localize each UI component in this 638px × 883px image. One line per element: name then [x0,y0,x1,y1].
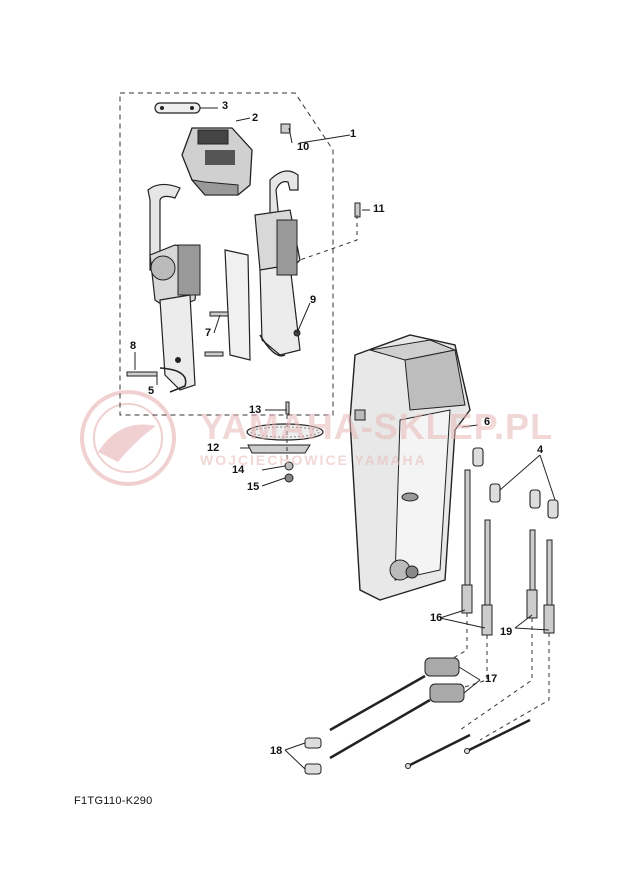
callout-17: 17 [485,673,498,685]
watermark-tagline: WOJCIECHOWICE YAMAHA [200,452,427,468]
cable-ends [304,737,470,775]
center-plate [224,249,251,361]
callout-15: 15 [247,481,260,493]
callout-18: 18 [270,745,283,757]
cover-strip [154,102,201,114]
callout-11: 11 [373,203,385,215]
top-housing [181,127,253,196]
watermark-brand: YAMAHA-SKLEP.PL [200,406,554,447]
long-cables [329,674,531,767]
callout-13: 13 [249,404,262,416]
nut [284,473,294,483]
callout-9: 9 [310,294,317,306]
leader-lines [134,107,556,770]
callout-7: 7 [205,327,212,339]
callout-1: 1 [350,128,357,140]
guide-lines-lower [449,613,550,741]
callout-8: 8 [130,340,137,352]
catalog-code: F1TG110-K290 [74,795,153,807]
small-block [280,123,291,134]
bolts-group [126,202,361,415]
callout-5: 5 [148,385,155,397]
assembly-boundary-upper [119,92,334,416]
wire-link [159,367,187,393]
left-lever [147,183,201,391]
callout-12: 12 [207,442,220,454]
callout-4: 4 [537,444,544,456]
oval-plate [246,423,324,454]
watermark-logo [80,390,176,486]
cable-fittings [424,657,465,703]
guide-lines-upper [286,215,358,460]
rod-ends [472,447,559,519]
callout-19: 19 [500,626,513,638]
callout-2: 2 [252,112,259,124]
callout-6: 6 [484,416,491,428]
callout-3: 3 [222,100,229,112]
callout-14: 14 [232,464,245,476]
callout-10: 10 [297,141,310,153]
right-lever [254,170,301,356]
main-bracket [349,334,471,601]
callout-16: 16 [430,612,443,624]
wire-link-2 [259,334,286,357]
